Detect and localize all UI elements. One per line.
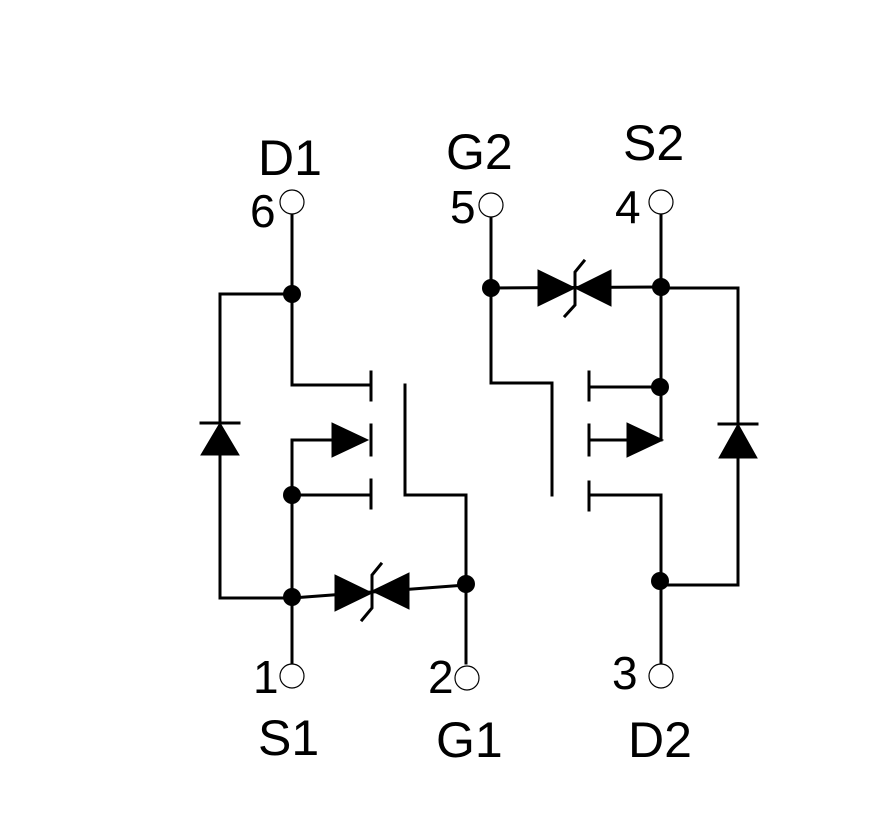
q1-zener-left-icon [334, 574, 374, 612]
pin-s2-number: 4 [615, 181, 641, 233]
junction-dot [283, 285, 301, 303]
junction-dot [651, 378, 669, 396]
pin-g1-name: G1 [436, 712, 503, 768]
mosfet-q2 [482, 213, 759, 665]
mosfet-q1 [199, 213, 475, 665]
pin-s2-name: S2 [623, 115, 684, 171]
q1-zener-right-icon [370, 572, 410, 610]
junction-dot [283, 588, 301, 606]
pin-s1-name: S1 [258, 710, 319, 766]
junction-dot [283, 486, 301, 504]
junction-dot [651, 572, 669, 590]
pin-d1-number: 6 [250, 185, 276, 237]
pin-3-pad [648, 663, 674, 689]
q2-channel-arrow-icon [626, 422, 665, 458]
q1-zener-bar [359, 561, 384, 623]
junction-dot [652, 278, 670, 296]
pin-4-pad [648, 189, 674, 215]
pin-5-pad [478, 192, 504, 218]
q2-zener-bar [562, 258, 587, 319]
q2-zener-left-icon [537, 269, 577, 307]
q2-body-diode-icon [718, 422, 758, 459]
pin-1-pad [279, 663, 305, 689]
q2-diode-loop [659, 286, 740, 587]
d2-wire [587, 493, 663, 665]
pin-2-pad [454, 665, 480, 691]
q1-body-diode-icon [200, 422, 240, 456]
q2-zener-right-icon [573, 269, 612, 307]
pin-d2-number: 3 [612, 647, 638, 699]
q1-channel-arrow-icon [331, 422, 370, 458]
junction-dot [482, 279, 500, 297]
junction-dot [457, 575, 475, 593]
pin-d2-name: D2 [628, 712, 692, 768]
q1-gate-lead [403, 493, 468, 665]
pin-g1-number: 2 [428, 651, 454, 703]
pin-6-pad [279, 189, 305, 215]
pin-g2-number: 5 [450, 181, 476, 233]
pin-d1-name: D1 [258, 130, 322, 186]
pin-g2-name: G2 [446, 124, 513, 180]
pin-s1-number: 1 [253, 651, 279, 703]
